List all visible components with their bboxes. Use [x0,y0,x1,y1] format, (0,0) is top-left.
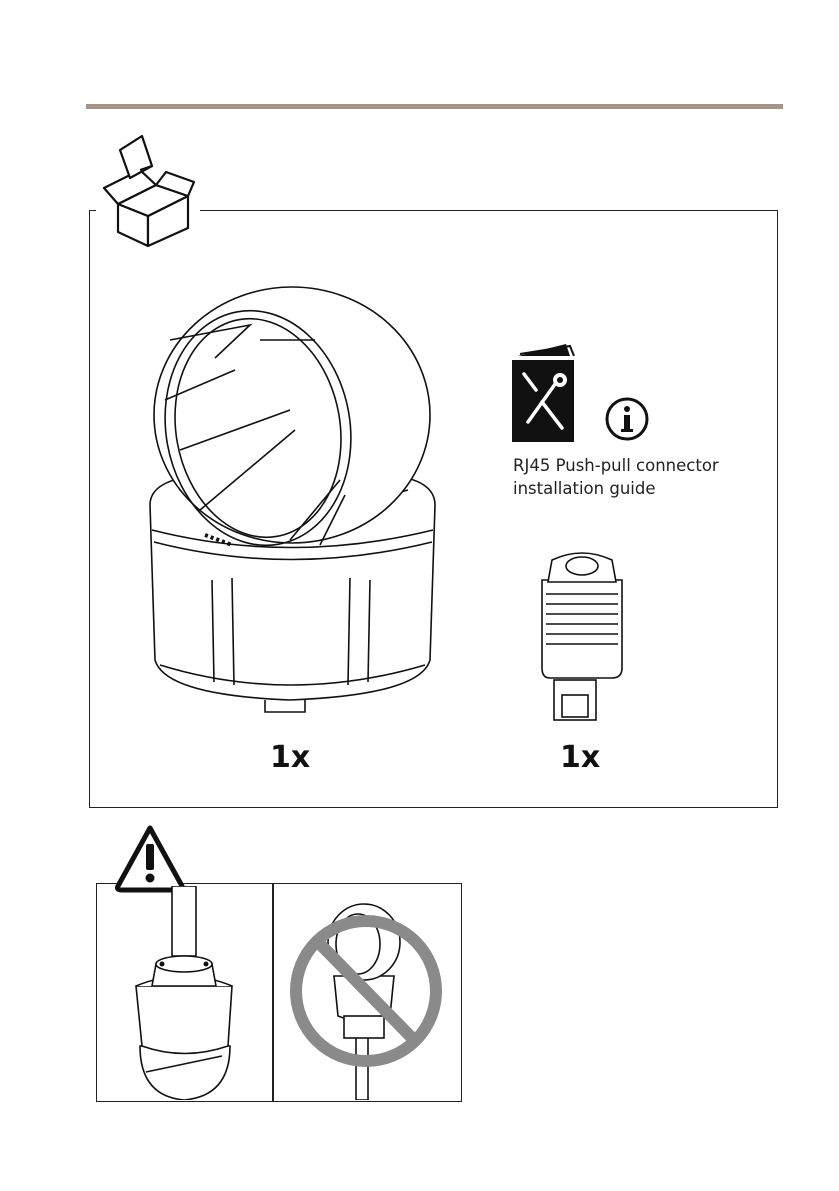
camera-illustration [140,280,450,720]
rj45-connector-illustration [532,550,632,725]
info-icon [603,395,651,443]
warning-triangle-icon [112,822,188,894]
open-box-icon [96,130,200,250]
camera-quantity: 1x [270,740,310,775]
book-with-tools-icon [508,342,582,444]
warning-divider [272,884,274,1102]
top-rule [86,104,783,109]
incorrect-handling-illustration [276,886,460,1100]
correct-handling-illustration [100,886,270,1100]
connector-quantity: 1x [560,740,600,775]
guide-caption: RJ45 Push-pull connector installation gu… [513,454,753,500]
